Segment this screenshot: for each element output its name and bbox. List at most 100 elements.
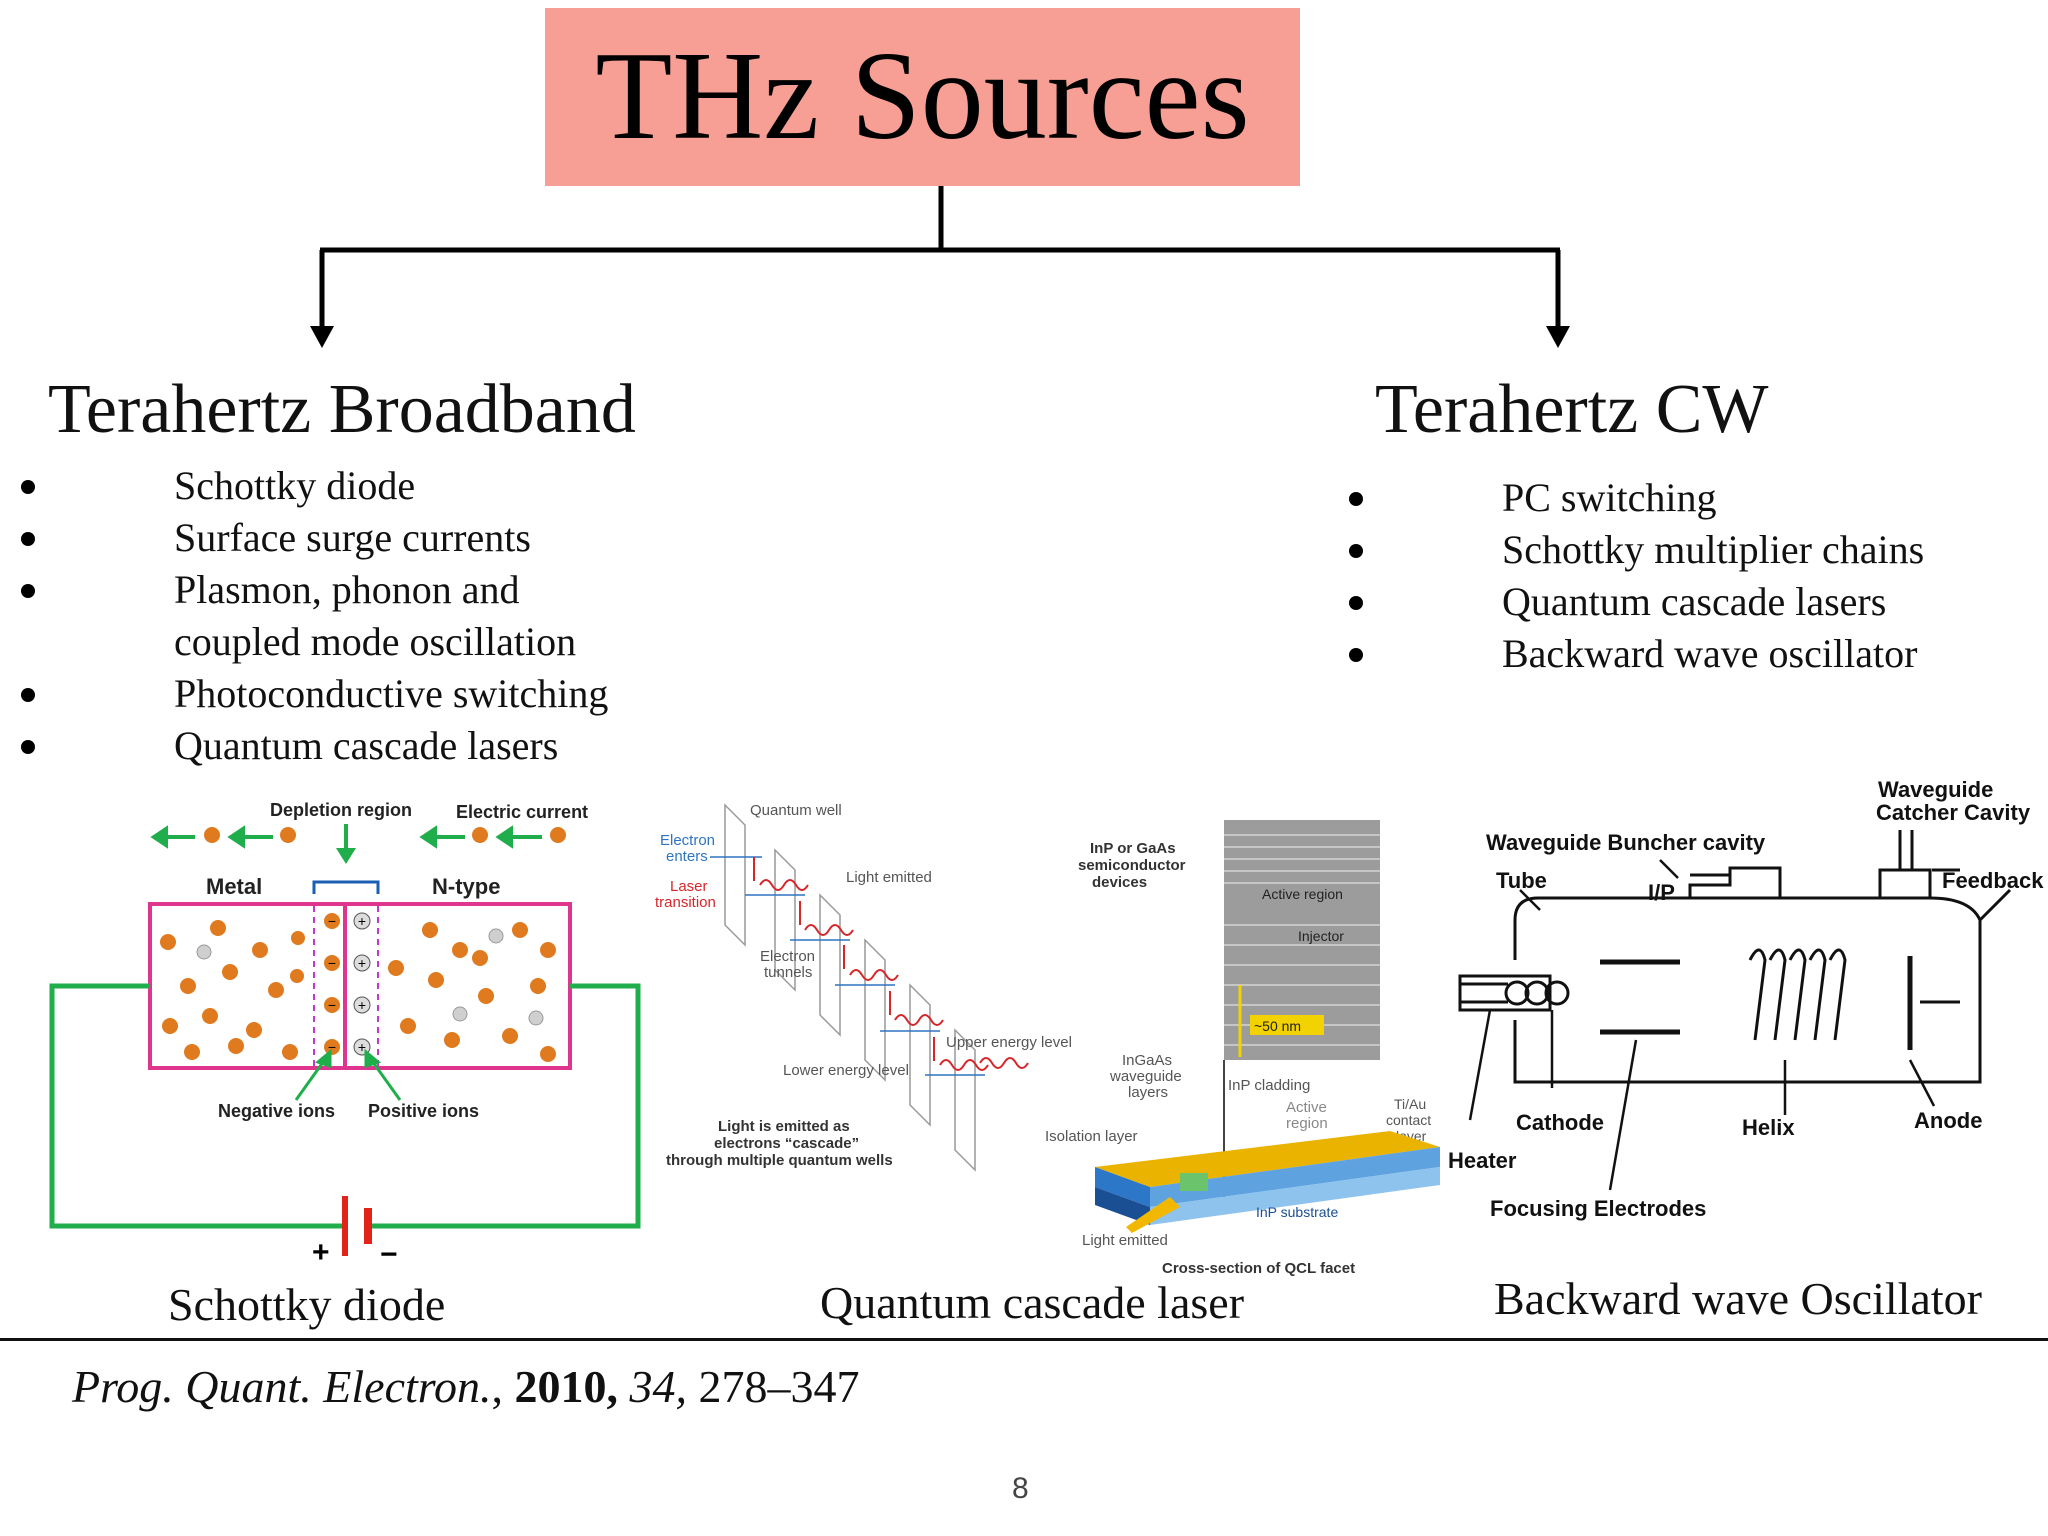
- helix-label: Helix: [1742, 1115, 1795, 1140]
- upper-level-label: Upper energy level: [946, 1034, 1072, 1051]
- electron-enters-label: Electron: [660, 832, 715, 849]
- tube-label: Tube: [1496, 868, 1547, 893]
- title-box: THz Sources: [545, 8, 1300, 186]
- electron-enters-label: enters: [666, 848, 708, 865]
- svg-text:+: +: [358, 1039, 366, 1055]
- focusing-electrodes: [1600, 959, 1680, 1035]
- svg-text:+: +: [358, 955, 366, 971]
- ntype-label: N-type: [432, 874, 500, 899]
- active-region-label: Active region: [1262, 886, 1343, 902]
- tiau-label: Ti/Au: [1394, 1096, 1426, 1112]
- anode-label: Anode: [1914, 1108, 1982, 1133]
- list-item: Quantum cascade lasers: [1348, 576, 1924, 628]
- qcl-diagram: Quantum well Electron enters Laser trans…: [655, 802, 1440, 1277]
- scale-label: ~50 nm: [1254, 1018, 1301, 1034]
- list-item: coupled mode oscillation: [174, 619, 577, 664]
- svg-text:−: −: [328, 955, 336, 971]
- citation-volume: 34,: [629, 1361, 687, 1412]
- tiau-label: contact: [1386, 1112, 1431, 1128]
- bwo-pointer-lines: [1468, 859, 1936, 1191]
- inp-gaas-label: devices: [1092, 874, 1147, 891]
- current-arrows: [150, 825, 542, 849]
- svg-text:−: −: [328, 997, 336, 1013]
- current-dots: [204, 827, 566, 843]
- bwo-caption: Backward wave Oscillator: [1494, 1273, 1982, 1324]
- citation-pages: 278–347: [698, 1361, 860, 1412]
- svg-text:+: +: [358, 913, 366, 929]
- depletion-label: Depletion region: [270, 800, 412, 820]
- neutral-dots: [196, 928, 544, 1026]
- journal-name: Prog. Quant. Electron.: [72, 1361, 492, 1412]
- inp-gaas-label: semiconductor: [1078, 857, 1186, 874]
- electron-tunnels-label: tunnels: [764, 964, 812, 981]
- isolation-label: Isolation layer: [1045, 1128, 1138, 1145]
- cathode-label: Cathode: [1516, 1110, 1604, 1135]
- cascade-label: electrons “cascade”: [714, 1135, 859, 1152]
- light-emitted-2-label: Light emitted: [1082, 1232, 1168, 1249]
- inp-cladding-label: InP cladding: [1228, 1077, 1310, 1094]
- qcl-caption: Quantum cascade laser: [820, 1277, 1245, 1328]
- cw-list: PC switching Schottky multiplier chains …: [1348, 472, 1924, 680]
- electron-dots: [160, 920, 556, 1062]
- tem-stack: [1224, 820, 1380, 1060]
- svg-text:−: −: [328, 1039, 336, 1055]
- citation: Prog. Quant. Electron., 2010, 34, 278–34…: [72, 1360, 859, 1413]
- positive-ions: + + + +: [353, 912, 371, 1056]
- footer-divider: [0, 1338, 2048, 1341]
- electron-tunnels-label: Electron: [760, 948, 815, 965]
- cathode-heater: [1458, 974, 1570, 1012]
- cw-title: Terahertz CW: [1375, 371, 1769, 448]
- injector-label: Injector: [1298, 928, 1344, 944]
- feedback-label: Feedback: [1942, 868, 2044, 893]
- catcher-label: Catcher Cavity: [1876, 800, 2031, 825]
- buncher-label: Waveguide Buncher cavity: [1486, 830, 1766, 855]
- citation-year: 2010,: [514, 1361, 618, 1412]
- list-item: Schottky diode: [20, 460, 608, 512]
- laser-transition-label: Laser: [670, 878, 708, 895]
- energy-level-lines: [710, 856, 985, 1076]
- inp-gaas-label: InP or GaAs: [1090, 840, 1176, 857]
- ingaas-label: layers: [1128, 1084, 1168, 1101]
- svg-text:+: +: [358, 997, 366, 1013]
- negative-ions-label: Negative ions: [218, 1101, 335, 1121]
- broadband-list: Schottky diode Surface surge currents Pl…: [20, 460, 608, 772]
- emitted-light-beam: [1126, 1197, 1180, 1233]
- qcl-slab: [1095, 1131, 1440, 1225]
- ion-pointer-arrows: [294, 1048, 402, 1101]
- active-label: Active: [1286, 1099, 1327, 1116]
- svg-text:−: −: [328, 913, 336, 929]
- list-item: Plasmon, phonon and: [20, 564, 608, 616]
- list-item: Quantum cascade lasers: [20, 720, 608, 772]
- ingaas-label: InGaAs: [1122, 1052, 1172, 1069]
- catcher-label: Waveguide: [1878, 777, 1993, 802]
- list-item: Backward wave oscillator: [1348, 628, 1924, 680]
- depletion-bracket: [312, 880, 380, 894]
- helix-coil: [1748, 948, 1847, 1041]
- cascade-label: Light is emitted as: [718, 1118, 850, 1135]
- schottky-caption: Schottky diode: [168, 1279, 446, 1330]
- ingaas-label: waveguide: [1109, 1068, 1182, 1085]
- tree-connector: [310, 186, 1570, 348]
- heater-label: Heater: [1448, 1148, 1517, 1173]
- page-title: THz Sources: [595, 27, 1250, 166]
- list-item: Photoconductive switching: [20, 668, 608, 720]
- schottky-diode-diagram: Depletion region Electric current Metal …: [49, 800, 641, 1271]
- circuit-wire-right: [370, 983, 641, 1229]
- focusing-label: Focusing Electrodes: [1490, 1196, 1706, 1221]
- battery-plus: +: [312, 1236, 330, 1269]
- active-label: region: [1286, 1115, 1328, 1132]
- lower-level-label: Lower energy level: [783, 1062, 909, 1079]
- transition-arrows: [753, 857, 935, 1061]
- broadband-title: Terahertz Broadband: [48, 371, 636, 448]
- cross-section-label: Cross-section of QCL facet: [1162, 1260, 1355, 1277]
- positive-ions-label: Positive ions: [368, 1101, 479, 1121]
- current-label: Electric current: [456, 802, 588, 822]
- bwo-tube-outline: [1513, 830, 2012, 1084]
- light-emitted-label: Light emitted: [846, 869, 932, 886]
- citation-comma: ,: [491, 1361, 503, 1412]
- list-item: PC switching: [1348, 472, 1924, 524]
- battery-minus: −: [380, 1238, 398, 1271]
- quantum-well-label: Quantum well: [750, 802, 842, 819]
- circuit-wire-left: [49, 983, 342, 1229]
- cascade-label: through multiple quantum wells: [666, 1152, 893, 1169]
